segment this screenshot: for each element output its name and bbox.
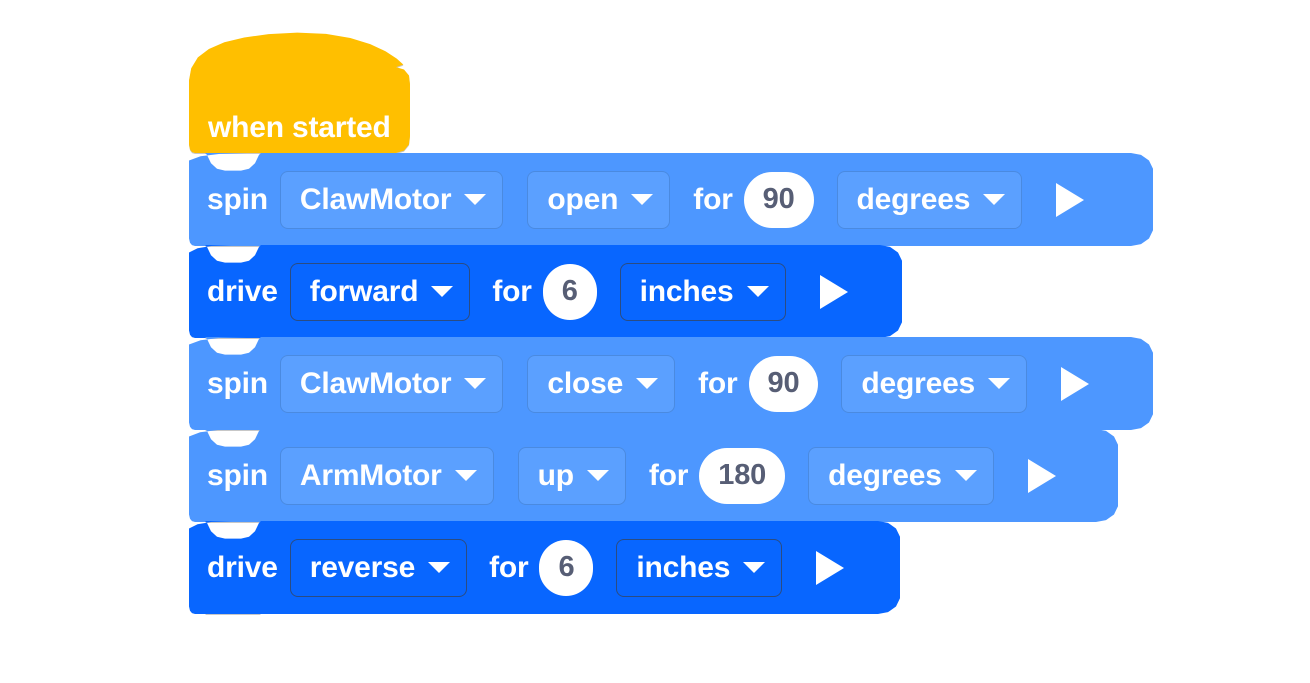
units-dropdown-value: degrees: [856, 182, 971, 216]
device-dropdown-clawmotor[interactable]: ClawMotor: [280, 355, 504, 413]
direction-dropdown-value: close: [547, 366, 624, 400]
spin-block-claw-open[interactable]: spin ClawMotor open for 90 degrees: [189, 153, 1153, 246]
drive-verb-label: drive: [207, 550, 278, 584]
chevron-down-icon: [428, 562, 450, 573]
hat-block-label: when started: [208, 111, 391, 144]
units-dropdown-value: inches: [636, 550, 731, 584]
device-dropdown-value: ArmMotor: [299, 458, 442, 492]
direction-dropdown-value: forward: [309, 274, 419, 308]
chevron-down-icon: [431, 286, 453, 297]
units-dropdown-inches[interactable]: inches: [616, 539, 782, 597]
direction-dropdown-forward[interactable]: forward: [290, 263, 471, 321]
chevron-down-icon: [636, 378, 658, 389]
drive-block-forward[interactable]: drive forward for 6 inches: [189, 245, 902, 338]
units-dropdown-inches[interactable]: inches: [620, 263, 786, 321]
chevron-down-icon: [988, 378, 1010, 389]
amount-input[interactable]: 90: [744, 172, 814, 228]
chevron-down-icon: [455, 470, 477, 481]
chevron-down-icon: [743, 562, 765, 573]
for-label: for: [648, 458, 689, 492]
chevron-down-icon: [464, 378, 486, 389]
amount-input[interactable]: 90: [749, 356, 819, 412]
device-dropdown-armmotor[interactable]: ArmMotor: [280, 447, 494, 505]
amount-input[interactable]: 180: [699, 448, 785, 504]
direction-dropdown-open[interactable]: open: [527, 171, 670, 229]
drive-block-reverse[interactable]: drive reverse for 6 inches: [189, 521, 900, 614]
spin-verb-label: spin: [207, 458, 268, 492]
play-icon[interactable]: [1061, 367, 1089, 401]
for-label: for: [693, 182, 733, 216]
units-dropdown-degrees[interactable]: degrees: [837, 171, 1023, 229]
chevron-down-icon: [983, 194, 1005, 205]
units-dropdown-value: degrees: [828, 458, 942, 492]
chevron-down-icon: [587, 470, 609, 481]
device-dropdown-value: ClawMotor: [299, 182, 452, 216]
when-started-hat-block[interactable]: when started: [189, 32, 410, 153]
play-icon[interactable]: [1028, 459, 1056, 493]
drive-verb-label: drive: [207, 274, 278, 308]
device-dropdown-clawmotor[interactable]: ClawMotor: [280, 171, 504, 229]
amount-input[interactable]: 6: [539, 540, 593, 596]
units-dropdown-value: inches: [639, 274, 734, 308]
units-dropdown-degrees[interactable]: degrees: [808, 447, 994, 505]
direction-dropdown-close[interactable]: close: [527, 355, 675, 413]
amount-input[interactable]: 6: [543, 264, 597, 320]
direction-dropdown-value: open: [547, 182, 619, 216]
play-icon[interactable]: [820, 275, 848, 309]
spin-verb-label: spin: [207, 182, 268, 216]
spin-block-claw-close[interactable]: spin ClawMotor close for 90 degrees: [189, 337, 1153, 430]
chevron-down-icon: [955, 470, 977, 481]
for-label: for: [698, 366, 738, 400]
direction-dropdown-up[interactable]: up: [518, 447, 626, 505]
for-label: for: [492, 274, 532, 308]
chevron-down-icon: [747, 286, 769, 297]
block-script-stack: when started spin ClawMotor open for 90 …: [189, 32, 1153, 614]
chevron-down-icon: [464, 194, 486, 205]
for-label: for: [489, 550, 529, 584]
chevron-down-icon: [631, 194, 653, 205]
direction-dropdown-value: up: [537, 458, 574, 492]
device-dropdown-value: ClawMotor: [299, 366, 452, 400]
play-icon[interactable]: [1056, 183, 1084, 217]
units-dropdown-degrees[interactable]: degrees: [841, 355, 1027, 413]
hat-block-shape: [189, 32, 410, 153]
direction-dropdown-reverse[interactable]: reverse: [290, 539, 467, 597]
play-icon[interactable]: [816, 551, 844, 585]
spin-block-arm-up[interactable]: spin ArmMotor up for 180 degrees: [189, 429, 1118, 522]
spin-verb-label: spin: [207, 366, 268, 400]
units-dropdown-value: degrees: [861, 366, 976, 400]
direction-dropdown-value: reverse: [309, 550, 416, 584]
